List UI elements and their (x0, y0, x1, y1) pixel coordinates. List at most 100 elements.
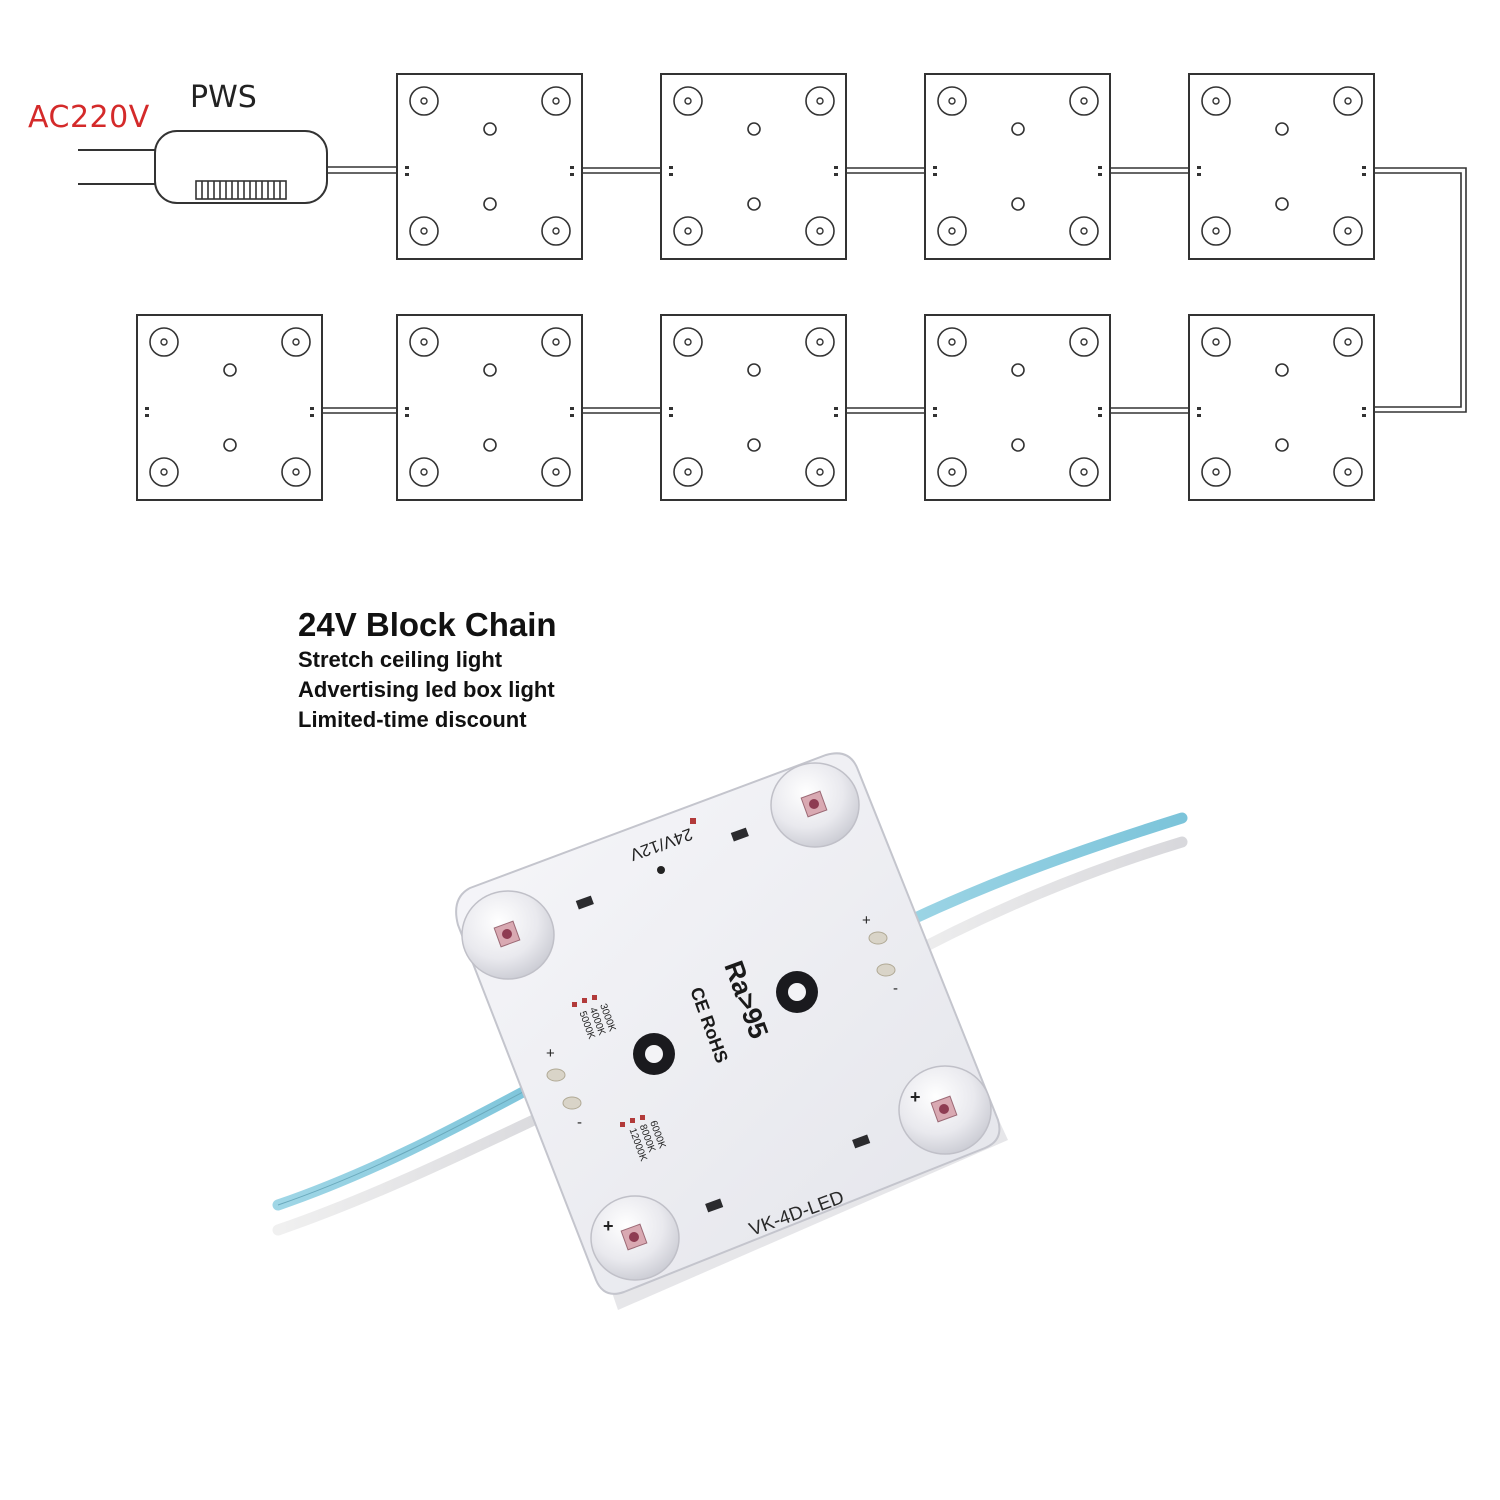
mount-hole (1275, 122, 1289, 136)
led-lens (673, 327, 703, 357)
mount-hole (483, 438, 497, 452)
led-lens (673, 457, 703, 487)
solder-pad (669, 173, 673, 176)
led-lens (409, 216, 439, 246)
led-lens (1201, 86, 1231, 116)
solder-pad (405, 173, 409, 176)
led-lens (937, 457, 967, 487)
led-chip (292, 468, 300, 476)
product-title: 24V Block Chain (298, 606, 557, 643)
led-module (396, 314, 583, 501)
led-lens (409, 86, 439, 116)
solder-pad (1098, 166, 1102, 169)
led-lens (541, 86, 571, 116)
mount-hole (747, 438, 761, 452)
led-module (136, 314, 323, 501)
led-lens (409, 457, 439, 487)
led-chip (420, 338, 428, 346)
power-supply-vent (195, 180, 287, 200)
mount-hole (483, 122, 497, 136)
led-chip (1344, 468, 1352, 476)
mount-hole (1275, 197, 1289, 211)
led-module (924, 73, 1111, 260)
mount-hole-2 (633, 1033, 675, 1075)
solder-pad (933, 414, 937, 417)
solder-pad (310, 407, 314, 410)
solder-pad (145, 407, 149, 410)
mount-hole (1011, 197, 1025, 211)
solder-pad (834, 173, 838, 176)
solder-pad (669, 407, 673, 410)
solder-pad (933, 166, 937, 169)
led-lens (1069, 327, 1099, 357)
led-chip (816, 468, 824, 476)
led-lens (937, 327, 967, 357)
led-module (660, 73, 847, 260)
module-outline (396, 73, 583, 260)
module-outline (660, 73, 847, 260)
mount-hole (223, 438, 237, 452)
module-outline (924, 314, 1111, 501)
cct-b-markers (620, 1115, 645, 1127)
led-lens (541, 457, 571, 487)
solder-pad (834, 414, 838, 417)
led-chip (816, 97, 824, 105)
led-chip (1080, 468, 1088, 476)
solder-pad (570, 166, 574, 169)
solder-pad (1197, 414, 1201, 417)
psu-output-wires (327, 166, 402, 174)
led-chip (292, 338, 300, 346)
led-chip (420, 227, 428, 235)
power-supply (154, 130, 328, 204)
module-outline (1188, 314, 1375, 501)
led-chip (1212, 468, 1220, 476)
voltage-mark-dot (690, 818, 696, 824)
led-chip (160, 338, 168, 346)
led-lens (1333, 327, 1363, 357)
led-chip (420, 468, 428, 476)
module-outline (924, 73, 1111, 260)
led-chip (1212, 338, 1220, 346)
solder-pad (1197, 166, 1201, 169)
led-chip (1344, 338, 1352, 346)
solder-pads (546, 931, 896, 1110)
solder-pad (405, 166, 409, 169)
mount-hole (747, 197, 761, 211)
led-chip (1344, 227, 1352, 235)
chain-wire-return (1369, 167, 1467, 413)
led-chip (948, 227, 956, 235)
led-lens (805, 216, 835, 246)
solder-pad (405, 414, 409, 417)
solder-pad (1362, 407, 1366, 410)
led-chip (552, 338, 560, 346)
solder-pad (669, 166, 673, 169)
solder-pad (570, 414, 574, 417)
led-chip (816, 227, 824, 235)
led-chip (948, 97, 956, 105)
module-outline (136, 314, 323, 501)
solder-pad (834, 407, 838, 410)
mount-hole (483, 197, 497, 211)
led-chip (1212, 97, 1220, 105)
led-chip (1212, 227, 1220, 235)
led-lens (149, 457, 179, 487)
led-module (924, 314, 1111, 501)
lens-bottom-right (898, 1065, 992, 1155)
led-lens (1069, 457, 1099, 487)
led-lens (1333, 216, 1363, 246)
led-chip (552, 227, 560, 235)
solder-pad (1362, 173, 1366, 176)
solder-pad (834, 166, 838, 169)
solder-pad (933, 407, 937, 410)
mount-hole (1011, 122, 1025, 136)
led-lens (1201, 457, 1231, 487)
polarity-plus-left: + (546, 1045, 555, 1062)
led-chip (552, 97, 560, 105)
led-chip (684, 227, 692, 235)
ac-input-label: AC220V (28, 100, 150, 135)
led-chip (684, 97, 692, 105)
ac-input-wires (78, 149, 158, 185)
led-lens (937, 216, 967, 246)
solder-pad (669, 414, 673, 417)
